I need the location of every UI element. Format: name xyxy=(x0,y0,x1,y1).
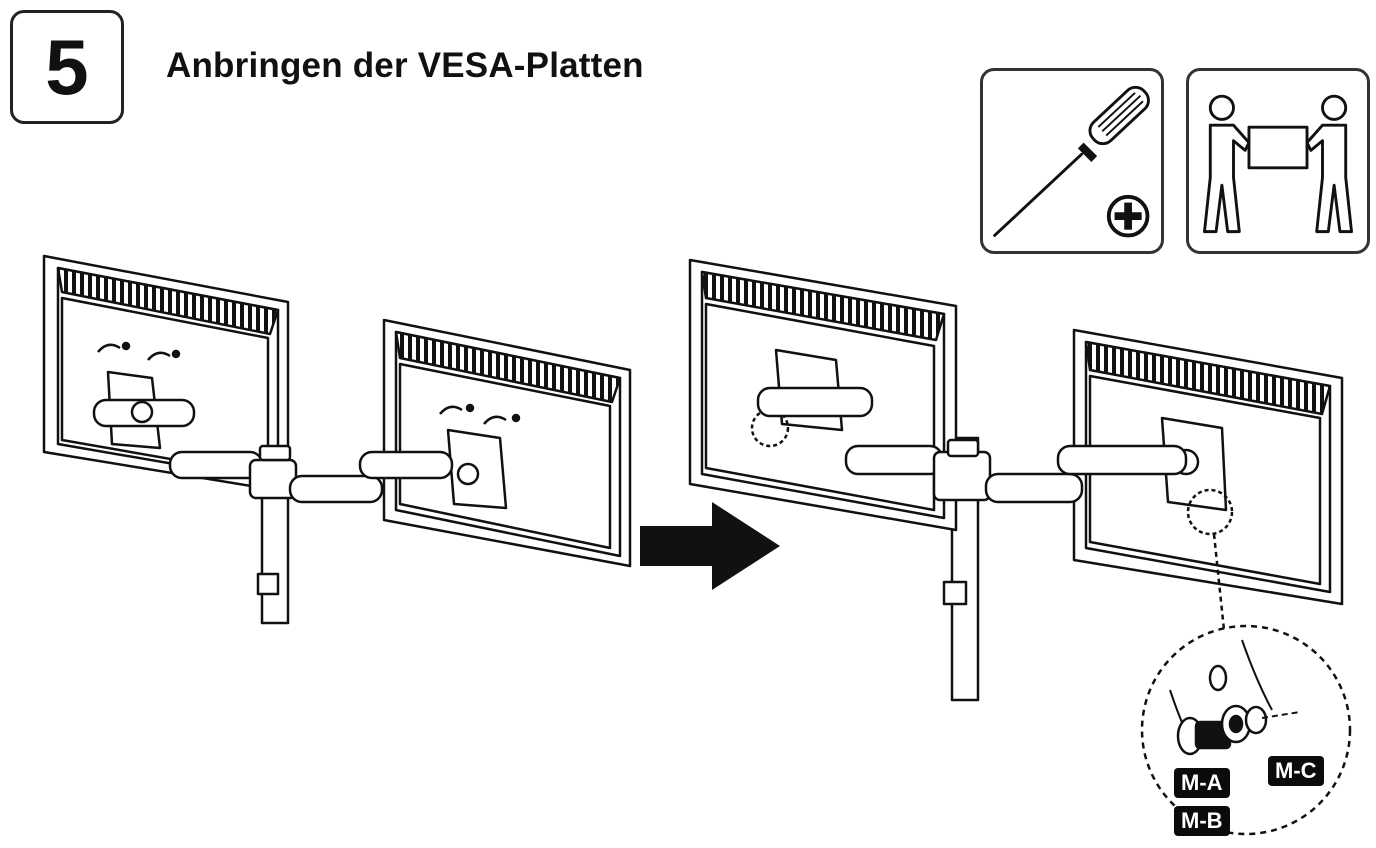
mount-arms-after xyxy=(756,386,1188,504)
before-assembly xyxy=(42,254,632,625)
part-label-screw: M-A xyxy=(1174,768,1230,798)
screw-detail-callout xyxy=(1140,624,1352,836)
screw-icon xyxy=(1176,716,1232,756)
spacer-icon xyxy=(1244,705,1301,735)
step-number: 5 xyxy=(45,23,89,111)
after-assembly xyxy=(688,258,1344,702)
washer-icon xyxy=(1220,704,1252,744)
mount-arms-before xyxy=(92,398,480,504)
phillips-head-icon xyxy=(1106,194,1150,238)
vesa-assembly-diagram xyxy=(42,254,1352,836)
left-monitor-before xyxy=(42,254,290,494)
step-number-box: 5 xyxy=(10,10,124,124)
part-label-washer: M-B xyxy=(1174,806,1230,836)
right-monitor-after xyxy=(1072,328,1344,606)
phillips-screwdriver-icon xyxy=(993,85,1150,238)
direction-arrow xyxy=(640,502,780,590)
part-label-spacer: M-C xyxy=(1268,756,1324,786)
screwdriver-tool-panel xyxy=(980,68,1164,254)
two-person-lift-icon xyxy=(1203,94,1353,234)
two-person-tool-panel xyxy=(1186,68,1370,254)
step-title: Anbringen der VESA-Platten xyxy=(166,46,644,85)
right-monitor-before xyxy=(382,318,632,568)
